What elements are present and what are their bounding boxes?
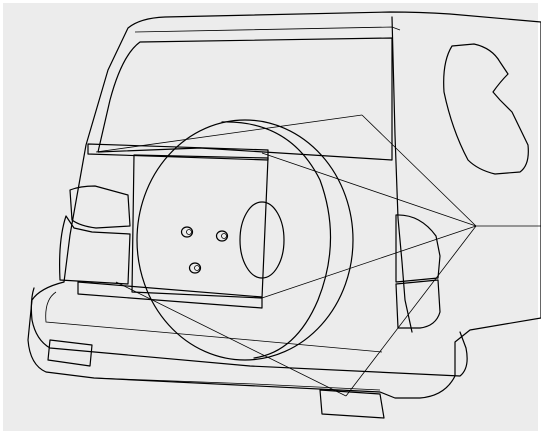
side-window	[443, 43, 529, 175]
spare-tire-tread-line	[221, 121, 332, 359]
spare-tire-outer	[136, 119, 354, 361]
rear-bumper	[30, 287, 468, 377]
rear-window	[97, 37, 393, 161]
right-tail-light	[395, 214, 441, 283]
upper-rail	[87, 143, 269, 161]
car-body-outline	[27, 11, 541, 399]
lower-rail	[77, 281, 263, 309]
d-pillar-line	[391, 16, 413, 333]
right-reflector	[319, 389, 385, 419]
spare-tire-rim	[239, 201, 285, 279]
bolt-2	[215, 230, 229, 242]
bolt-1	[180, 226, 194, 238]
left-tail-light	[69, 185, 131, 229]
callout-leader-lines	[95, 114, 541, 397]
left-reflector	[47, 339, 93, 367]
bumper-lower-line	[93, 377, 381, 391]
left-tail-light-lower	[59, 215, 131, 285]
bolt-3	[188, 262, 202, 274]
bumper-inner-line	[45, 291, 383, 353]
right-tail-light-lower	[395, 279, 441, 329]
